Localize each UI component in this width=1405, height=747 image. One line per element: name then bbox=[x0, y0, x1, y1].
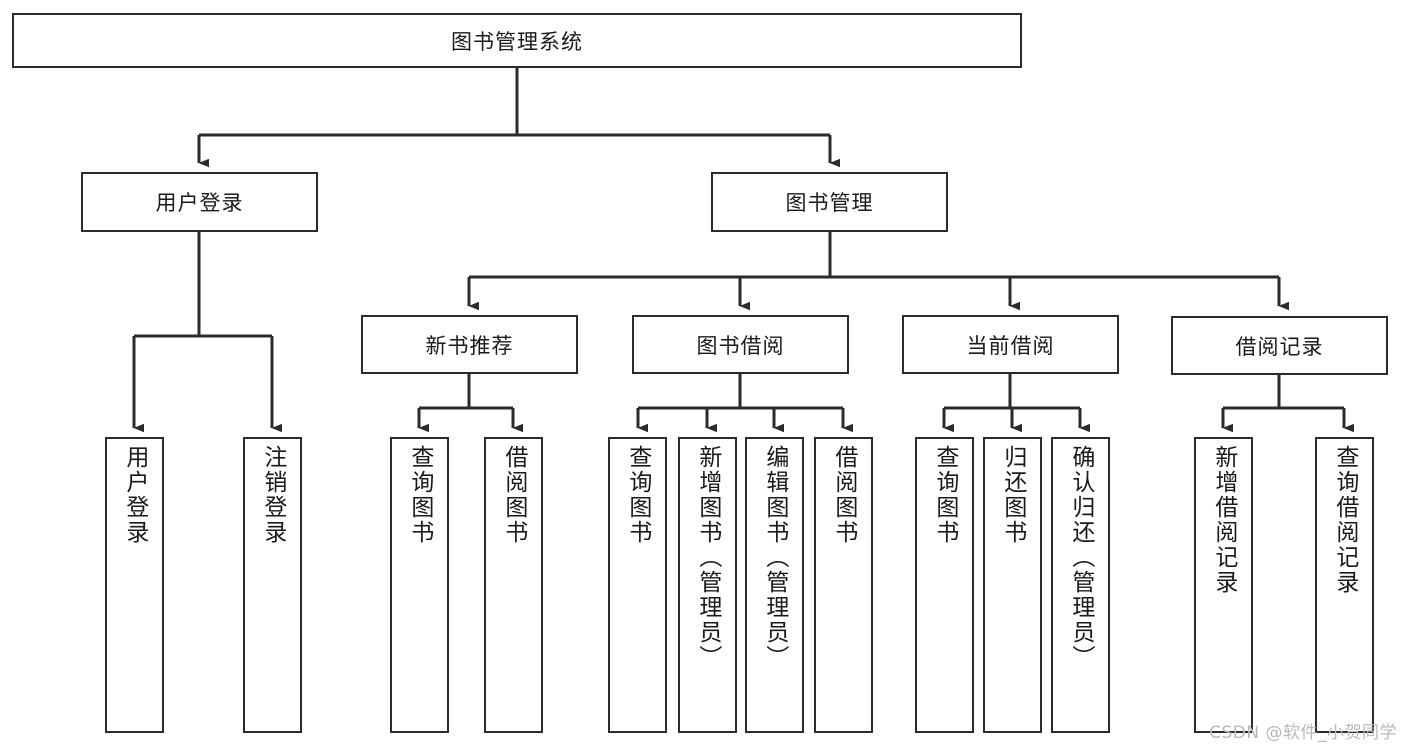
leaf-current-borrow-confirm[interactable]: 确认归还（管理员） bbox=[1051, 437, 1110, 733]
node-borrow-record[interactable]: 借阅记录 bbox=[1171, 316, 1388, 375]
leaf-book-borrow-query-label: 查询图书 bbox=[624, 445, 651, 545]
node-current-borrow[interactable]: 当前借阅 bbox=[902, 315, 1119, 374]
csdn-watermark: CSDN @软件_小贺同学 bbox=[1209, 723, 1397, 743]
leaf-current-borrow-confirm-label: 确认归还（管理员） bbox=[1067, 445, 1094, 670]
leaf-current-borrow-return[interactable]: 归还图书 bbox=[983, 437, 1042, 733]
leaf-borrow-record-query[interactable]: 查询借阅记录 bbox=[1315, 437, 1374, 733]
leaf-current-borrow-query[interactable]: 查询图书 bbox=[915, 437, 974, 733]
leaf-new-book-query[interactable]: 查询图书 bbox=[390, 437, 449, 733]
node-root[interactable]: 图书管理系统 bbox=[12, 13, 1022, 68]
node-borrow-record-label: 借阅记录 bbox=[1235, 334, 1324, 359]
leaf-borrow-record-query-label: 查询借阅记录 bbox=[1331, 445, 1358, 595]
node-book-manage-label: 图书管理 bbox=[785, 191, 874, 215]
leaf-current-borrow-query-label: 查询图书 bbox=[931, 445, 958, 545]
leaf-logout-label: 注销登录 bbox=[259, 445, 286, 545]
leaf-borrow-record-add[interactable]: 新增借阅记录 bbox=[1194, 437, 1253, 733]
node-book-manage[interactable]: 图书管理 bbox=[711, 172, 948, 232]
node-user-login-label: 用户登录 bbox=[155, 191, 244, 215]
leaf-new-book-query-label: 查询图书 bbox=[406, 445, 433, 545]
node-user-login[interactable]: 用户登录 bbox=[81, 172, 318, 232]
leaf-borrow-record-add-label: 新增借阅记录 bbox=[1210, 445, 1237, 595]
node-new-book-recommend[interactable]: 新书推荐 bbox=[361, 315, 578, 374]
leaf-book-borrow-borrow[interactable]: 借阅图书 bbox=[814, 437, 873, 733]
leaf-book-borrow-add[interactable]: 新增图书（管理员） bbox=[678, 437, 737, 733]
node-book-borrow[interactable]: 图书借阅 bbox=[632, 315, 849, 374]
leaf-book-borrow-edit[interactable]: 编辑图书（管理员） bbox=[745, 437, 804, 733]
leaf-book-borrow-edit-label: 编辑图书（管理员） bbox=[761, 445, 788, 670]
node-book-borrow-label: 图书借阅 bbox=[696, 333, 785, 358]
node-root-label: 图书管理系统 bbox=[451, 29, 583, 54]
leaf-book-borrow-query[interactable]: 查询图书 bbox=[608, 437, 667, 733]
leaf-book-borrow-add-label: 新增图书（管理员） bbox=[694, 445, 721, 670]
node-current-borrow-label: 当前借阅 bbox=[966, 333, 1055, 358]
node-new-book-recommend-label: 新书推荐 bbox=[425, 333, 514, 358]
leaf-user-login-label: 用户登录 bbox=[121, 445, 148, 545]
leaf-new-book-borrow[interactable]: 借阅图书 bbox=[484, 437, 543, 733]
leaf-book-borrow-borrow-label: 借阅图书 bbox=[830, 445, 857, 545]
leaf-user-login[interactable]: 用户登录 bbox=[105, 437, 164, 733]
leaf-new-book-borrow-label: 借阅图书 bbox=[500, 445, 527, 545]
leaf-current-borrow-return-label: 归还图书 bbox=[999, 445, 1026, 545]
leaf-logout[interactable]: 注销登录 bbox=[243, 437, 302, 733]
